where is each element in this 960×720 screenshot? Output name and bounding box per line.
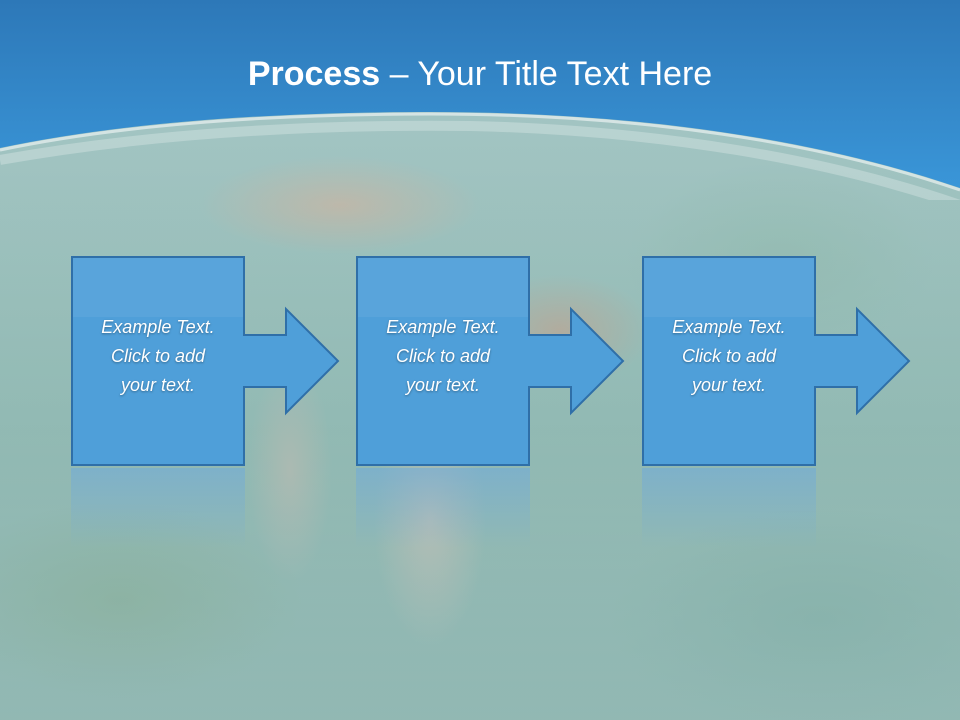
title-rest: – Your Title Text Here: [380, 55, 713, 93]
step-arrow-shape: [71, 256, 340, 466]
step-line: your text.: [691, 375, 767, 395]
step-line: Example Text.: [672, 317, 786, 337]
step-arrow-shape: [356, 256, 625, 466]
step-line: your text.: [120, 375, 196, 395]
process-step-3[interactable]: Example Text. Click to add your text.: [642, 256, 911, 466]
step-arrow-shape: [642, 256, 911, 466]
slide-title[interactable]: Process – Your Title Text Here: [0, 52, 960, 96]
step-line: Click to add: [110, 346, 206, 366]
step-line: your text.: [405, 375, 481, 395]
step-line: Click to add: [681, 346, 777, 366]
step-reflection: [642, 468, 816, 548]
step-reflection: [356, 468, 530, 548]
step-text: Example Text. Click to add your text.: [643, 313, 815, 400]
step-line: Example Text.: [101, 317, 215, 337]
step-reflection: [71, 468, 245, 548]
title-bold: Process: [247, 55, 381, 93]
process-step-1[interactable]: Example Text. Click to add your text.: [71, 256, 340, 466]
step-line: Example Text.: [386, 317, 500, 337]
step-text: Example Text. Click to add your text.: [357, 313, 529, 400]
step-text: Example Text. Click to add your text.: [72, 313, 244, 400]
process-step-2[interactable]: Example Text. Click to add your text.: [356, 256, 625, 466]
header-band: [0, 0, 960, 200]
step-line: Click to add: [395, 346, 491, 366]
